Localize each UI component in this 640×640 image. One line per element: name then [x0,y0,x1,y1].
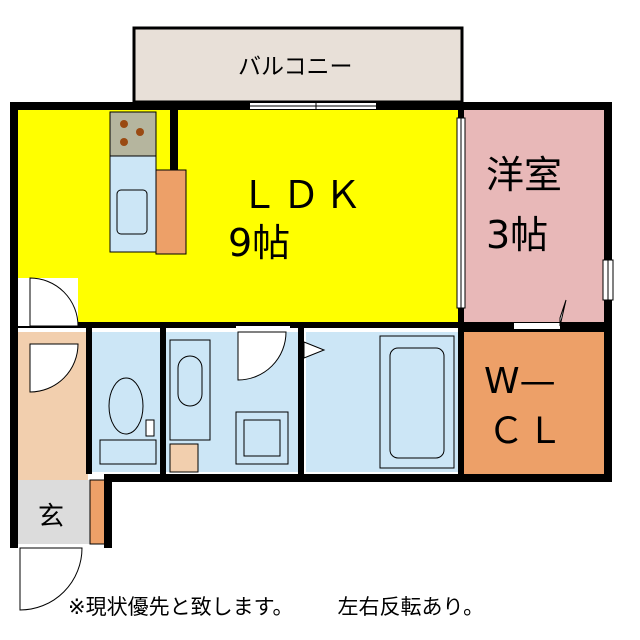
washroom-door [237,331,287,381]
bathtub-inner [389,347,445,459]
note-current-priority: ※現状優先と致します。 [68,595,294,619]
fridge-space [155,169,187,255]
hall-door [29,277,79,327]
entrance-label: 玄 [38,502,65,532]
burner-icon [120,120,128,128]
balcony-label: バルコニー [238,54,353,80]
front-door [19,547,83,611]
western-room [462,108,606,324]
stove [109,111,157,157]
wcl-label-bottom: ＣＬ [488,411,567,452]
plan-notes: ※現状優先と致します。 左右反転あり。 [68,591,484,621]
closet-door [559,299,567,327]
burner-icon [136,128,144,136]
note-mirror: 左右反転あり。 [337,595,485,619]
balcony [132,26,464,104]
ldk-label: ＬＤＫ [240,173,367,217]
toilet-paper [145,419,155,437]
ldk-room [16,108,462,324]
toilet-bowl [108,377,144,435]
toilet-tank [99,439,157,465]
bath-door [303,341,326,359]
washroom-cabinet [169,443,199,473]
burner-icon [120,138,128,146]
kitchen-wall [170,108,178,180]
wcl-label-top: W— [484,361,556,402]
hall-door-2 [29,343,79,393]
washbasin [177,355,203,407]
washing-machine-drain [243,419,281,457]
western-room-label: 洋室 [486,153,563,197]
western-room-size-label: 3帖 [486,213,549,257]
ldk-size-label: 9帖 [228,221,291,265]
walk-in-closet [462,332,606,478]
sink [116,189,148,235]
entrance-floor [16,480,90,544]
